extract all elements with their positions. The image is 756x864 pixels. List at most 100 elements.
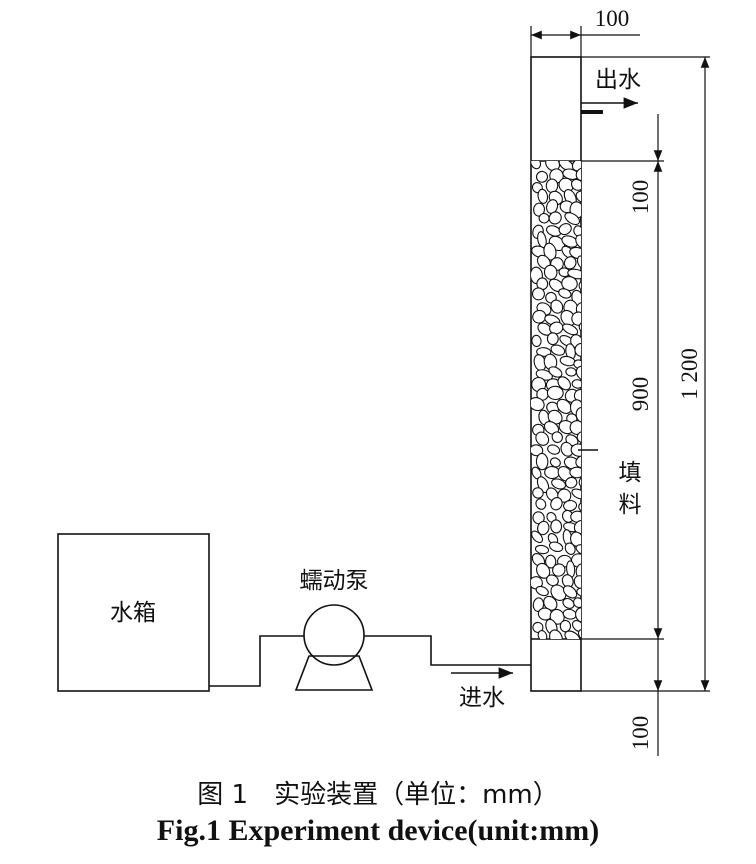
inlet-indicator: 进水 <box>451 667 513 711</box>
pump-label: 蠕动泵 <box>300 568 369 594</box>
pebble <box>569 420 581 435</box>
dimension-total-height: 1 200 <box>677 56 710 691</box>
pebble <box>532 487 544 499</box>
packing-label-char-1: 填 <box>619 460 642 486</box>
pebble <box>575 365 581 381</box>
pebble <box>565 476 578 489</box>
pebble <box>564 212 581 226</box>
pebble <box>546 574 559 587</box>
water-tank: 水箱 <box>57 533 210 692</box>
pump-to-column-pipe <box>362 635 531 666</box>
caption-english: Fig.1 Experiment device(unit:mm) <box>156 814 600 847</box>
outlet-indicator: 出水 <box>581 67 641 114</box>
pebble <box>535 431 550 446</box>
pebble <box>564 542 576 555</box>
pebble <box>531 334 542 348</box>
pebble <box>546 199 559 214</box>
pebble <box>531 161 542 170</box>
pebble <box>558 223 572 236</box>
pebble <box>577 629 581 639</box>
pebble <box>578 476 581 489</box>
pebble <box>536 347 552 357</box>
pebble <box>546 332 559 346</box>
pebble <box>534 544 550 555</box>
pebble <box>549 629 563 639</box>
pebble <box>571 488 581 500</box>
total-height-value: 1 200 <box>677 348 702 400</box>
pebble <box>569 466 581 479</box>
pebble <box>573 575 581 590</box>
pebble <box>548 211 562 225</box>
pebble <box>535 585 549 597</box>
pebble <box>535 498 547 510</box>
pebble <box>545 554 557 569</box>
pebble <box>532 309 547 324</box>
dimension-top-width: 100 <box>530 6 640 57</box>
pebble <box>578 321 581 333</box>
pebble <box>537 630 548 639</box>
pebble <box>578 501 581 512</box>
pebble <box>531 397 545 412</box>
pebble <box>565 367 577 377</box>
pebble <box>544 465 561 480</box>
pebble <box>578 280 581 293</box>
top-section-value: 100 <box>628 180 653 215</box>
pebble <box>564 630 581 639</box>
pebble <box>551 431 563 444</box>
pebble <box>537 188 549 204</box>
pebble <box>558 288 572 299</box>
pebble <box>535 452 549 471</box>
pebble <box>550 497 563 511</box>
bottom-section-value: 100 <box>628 716 653 751</box>
peristaltic-pump: 蠕动泵 <box>294 568 374 691</box>
pebble <box>532 597 545 612</box>
pebble <box>562 323 579 336</box>
pebble <box>550 519 563 534</box>
pebble <box>531 444 544 457</box>
pebble <box>572 597 581 609</box>
pebble <box>563 499 578 512</box>
pebble <box>575 455 581 468</box>
pebble <box>571 620 581 633</box>
dimension-inner-vertical: 100 900 100 <box>628 114 663 756</box>
pebble <box>557 376 571 391</box>
tank-to-pump-pipe <box>209 635 306 687</box>
inlet-label: 进水 <box>459 685 505 711</box>
pebble <box>547 444 561 455</box>
pebble <box>562 585 578 599</box>
pebble <box>575 544 581 556</box>
packing-media <box>531 161 581 639</box>
pebble <box>575 234 581 249</box>
pebble <box>548 541 564 553</box>
pebble <box>574 342 581 357</box>
pebble <box>575 607 581 623</box>
pebble <box>562 597 575 609</box>
pebble <box>531 287 545 301</box>
pebble <box>546 385 564 401</box>
outlet-label: 出水 <box>595 67 641 93</box>
pebble <box>580 213 581 228</box>
caption-chinese: 图 1 实验装置（单位：mm） <box>197 780 559 810</box>
pebble <box>556 398 572 414</box>
packing-label-char-2: 料 <box>619 492 642 518</box>
pebble <box>551 478 567 490</box>
pebble <box>545 178 559 193</box>
pebble <box>550 344 566 356</box>
pebble <box>571 311 581 326</box>
packing-callout: 填 料 <box>578 449 642 518</box>
pebble <box>531 530 544 544</box>
pebble <box>543 595 558 611</box>
pebble <box>575 190 581 203</box>
pebble <box>550 299 564 314</box>
pebble <box>570 510 581 523</box>
packing-height-value: 900 <box>628 377 653 412</box>
top-width-value: 100 <box>595 6 630 31</box>
pebble <box>537 520 550 536</box>
pebble <box>569 246 581 260</box>
pebble <box>548 366 563 378</box>
pebble <box>531 576 543 590</box>
pebble <box>576 255 581 269</box>
pebble <box>552 563 566 577</box>
water-tank-label: 水箱 <box>110 600 156 626</box>
